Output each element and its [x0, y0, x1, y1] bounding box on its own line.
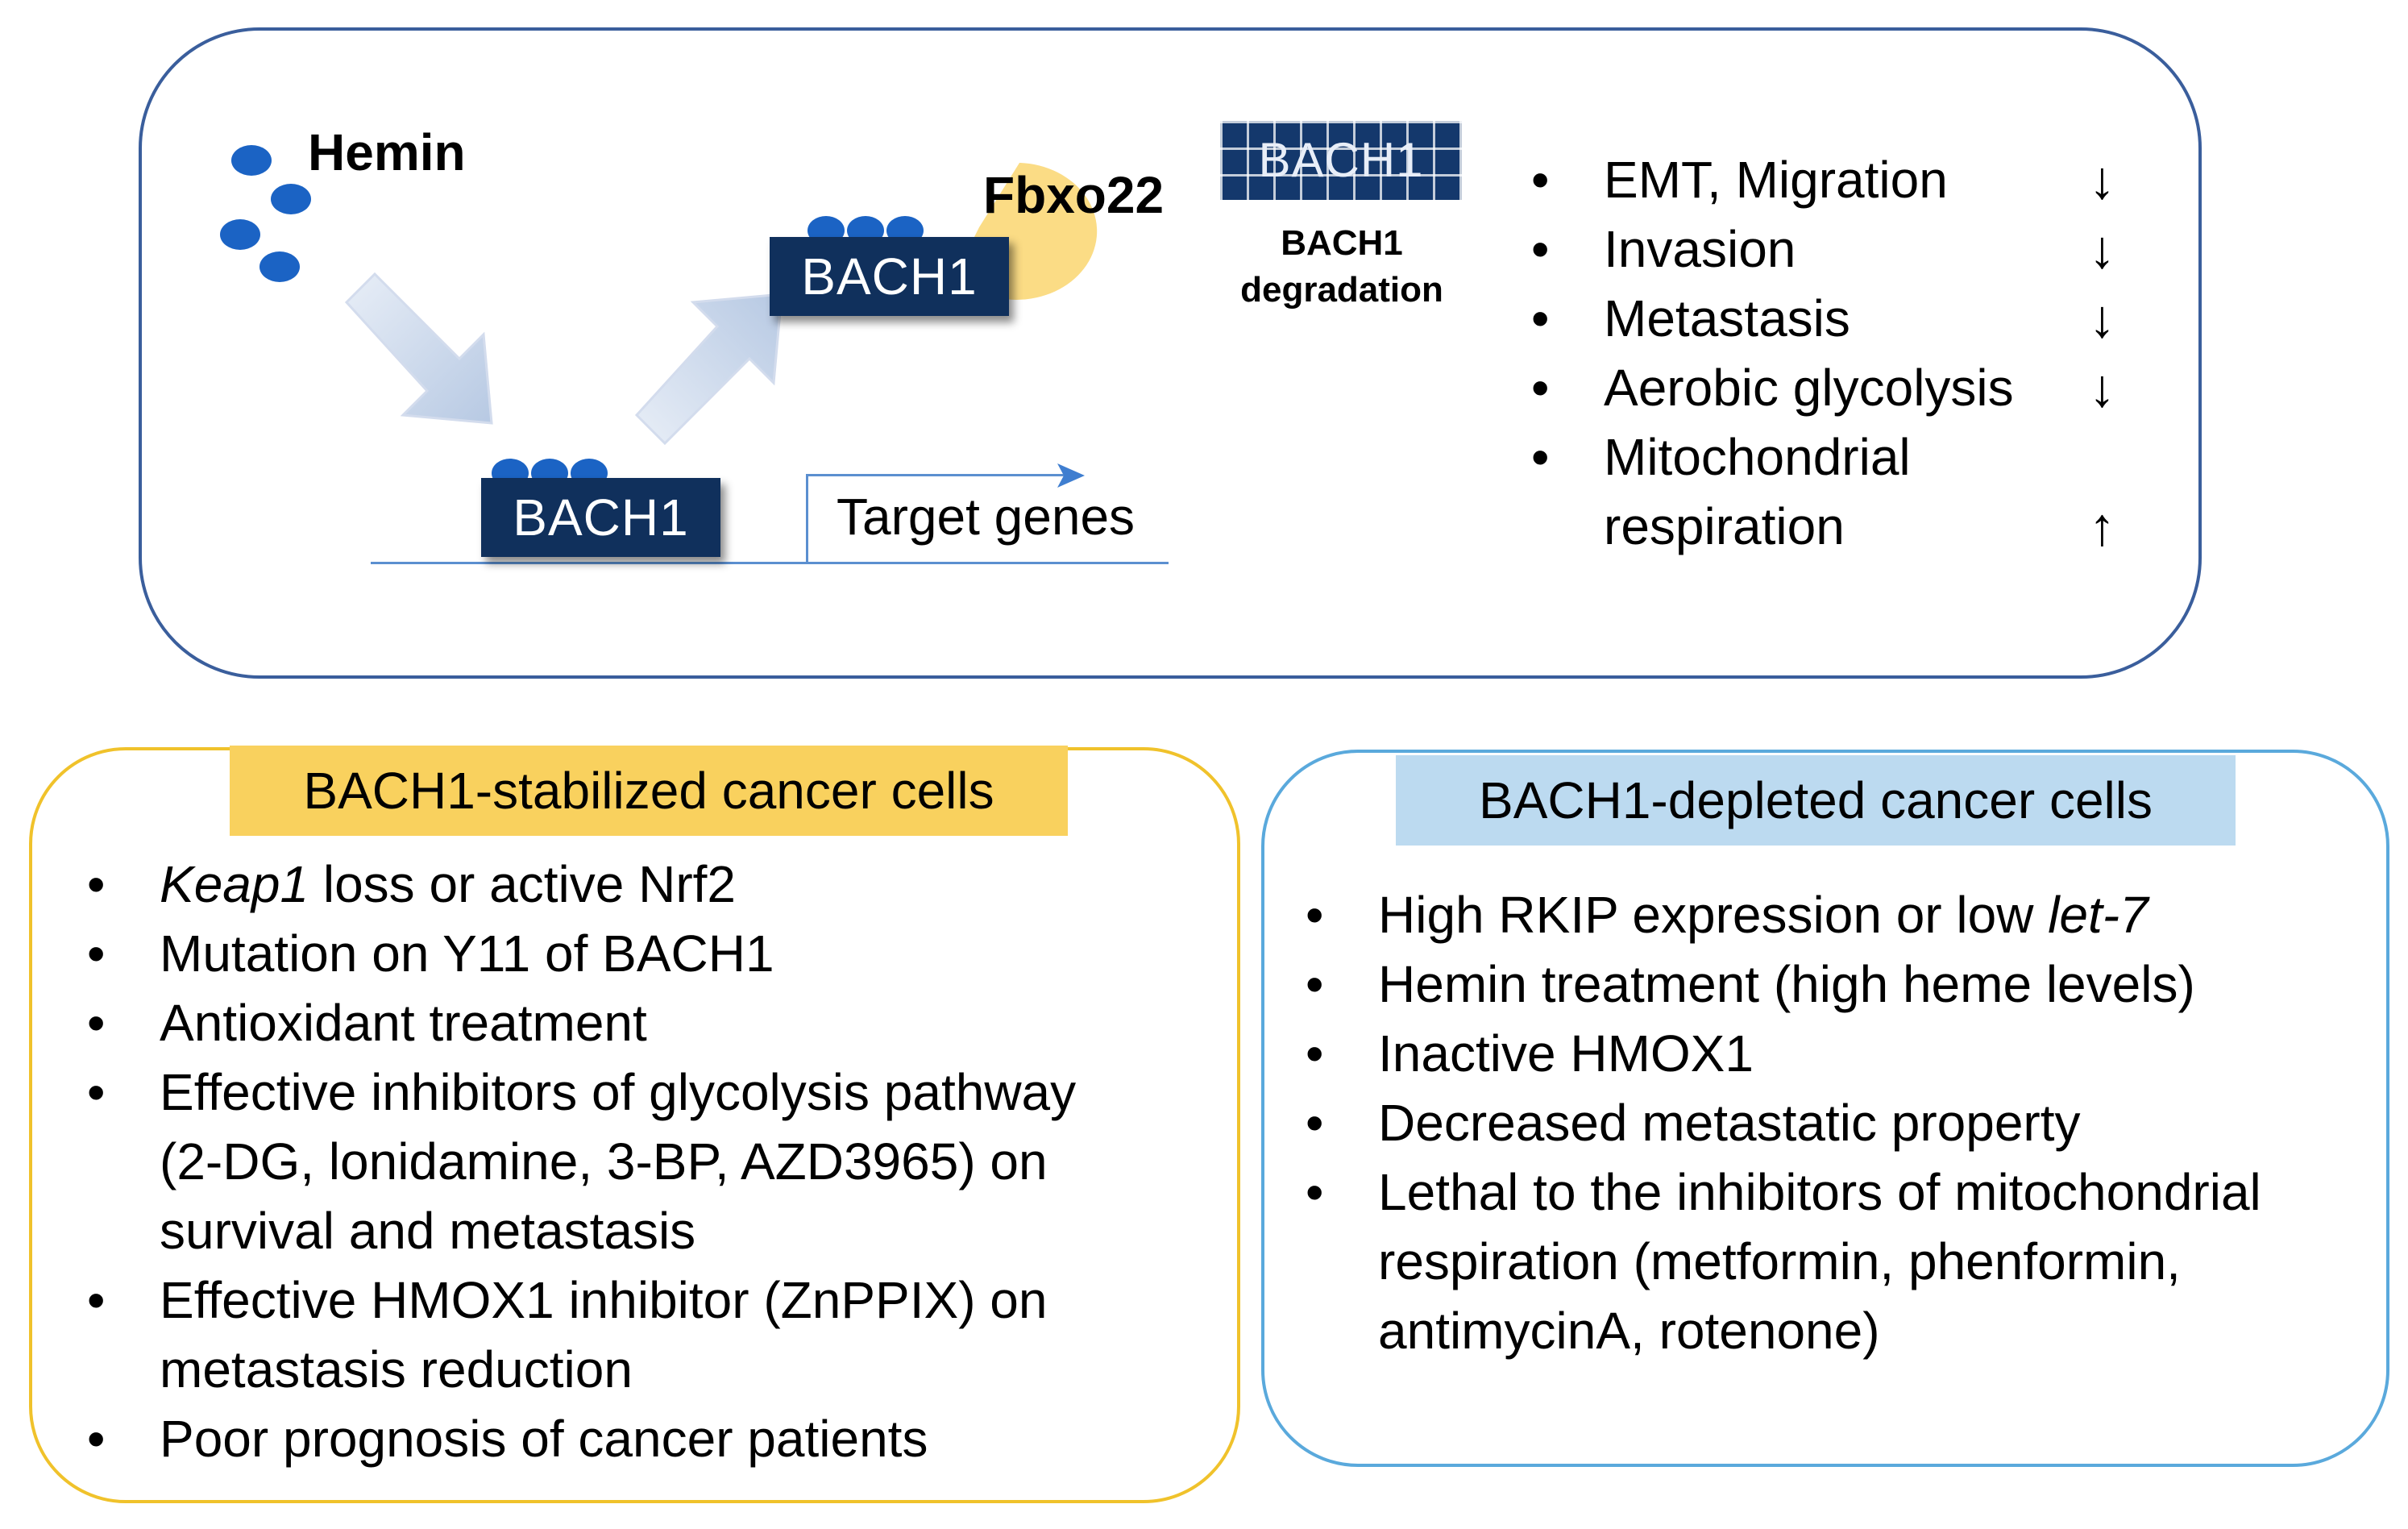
decrease-arrow-icon: ↓ [2089, 289, 2115, 348]
increase-arrow-icon: ↑ [2089, 497, 2115, 556]
hemin-molecule [259, 251, 300, 282]
effects-list: EMT, Migration Invasion Metastasis Aerob… [1531, 145, 2160, 561]
depleted-item: High RKIP expression or low let-7 [1306, 880, 2385, 949]
degradation-caption: BACH1 degradation [1201, 220, 1483, 314]
bach1-fbxo22-box: BACH1 [770, 237, 1009, 316]
transcription-arrow-icon [1057, 463, 1085, 488]
decrease-arrow-icon: ↓ [2089, 150, 2115, 210]
stabilized-list: Keap1 loss or active Nrf2 Mutation on Y1… [87, 850, 1231, 1473]
stabilized-item: Mutation on Y11 of BACH1 [87, 919, 1231, 988]
effect-item-continuation: respiration [1604, 497, 1845, 555]
hemin-molecule [271, 184, 311, 214]
stabilized-item: Effective inhibitors of glycolysis pathw… [87, 1057, 1231, 1265]
hemin-label: Hemin [308, 123, 466, 181]
stabilized-item: Keap1 loss or active Nrf2 [87, 850, 1231, 919]
effect-item: Aerobic glycolysis [1531, 353, 2160, 422]
stabilized-title: BACH1-stabilized cancer cells [230, 746, 1068, 836]
fbxo22-label: Fbxo22 [983, 166, 1165, 224]
effect-item: EMT, Migration [1531, 145, 2160, 214]
hemin-molecule [231, 145, 272, 176]
depleted-item: Lethal to the inhibitors of mitochondria… [1306, 1157, 2385, 1365]
degradation-caption-line1: BACH1 [1281, 223, 1403, 263]
stabilized-item: Poor prognosis of cancer patients [87, 1404, 1231, 1473]
transcription-start-line [806, 474, 808, 563]
transcription-line [806, 474, 1064, 476]
hemin-molecule [220, 219, 260, 250]
decrease-arrow-icon: ↓ [2089, 219, 2115, 279]
stabilized-item: Antioxidant treatment [87, 988, 1231, 1057]
dna-line [371, 562, 1169, 564]
depleted-item: Decreased metastatic property [1306, 1088, 2385, 1157]
effect-item: Invasion [1531, 214, 2160, 284]
degradation-caption-line2: degradation [1240, 270, 1443, 310]
effect-item: Metastasis [1531, 284, 2160, 353]
stabilized-item: Effective HMOX1 inhibitor (ZnPPIX) on me… [87, 1265, 1231, 1404]
depleted-item: Hemin treatment (high heme levels) [1306, 949, 2385, 1019]
decrease-arrow-icon: ↓ [2089, 358, 2115, 418]
depleted-list: High RKIP expression or low let-7 Hemin … [1306, 880, 2385, 1365]
binding-arrow-icon [344, 272, 493, 425]
target-genes-label: Target genes [837, 488, 1135, 546]
effect-item: Mitochondrial [1531, 422, 2160, 492]
depleted-title: BACH1-depleted cancer cells [1396, 755, 2236, 846]
recruit-arrow-icon [634, 293, 783, 446]
bach1-degraded-box: BACH1 [1220, 121, 1462, 200]
bach1-bound-dna-box: BACH1 [481, 478, 720, 557]
depleted-item: Inactive HMOX1 [1306, 1019, 2385, 1088]
